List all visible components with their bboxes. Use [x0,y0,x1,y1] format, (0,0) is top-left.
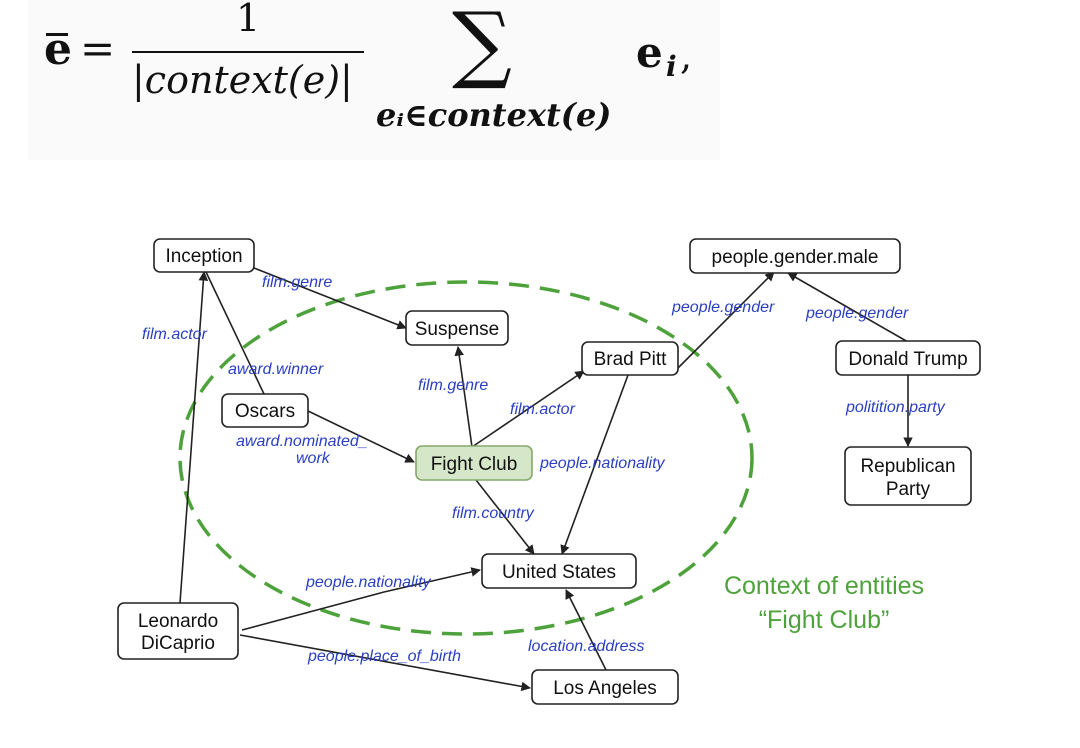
edge-bradpitt-male [675,271,775,371]
edge-dicaprio-us [241,567,481,631]
summation-subscript: eᵢ∈context(e) [376,96,612,134]
edges [179,267,913,692]
fraction-bar [132,51,364,53]
node-suspense-label: Suspense [415,319,500,340]
formula-term: e [636,28,663,77]
edge-losangeles-us [565,589,607,671]
edge-labels: film.genre film.actor award.winner award… [142,274,946,665]
edge-fightclub-bradpitt [471,370,585,448]
node-republican-party-label-line1: Republican [860,456,955,477]
label-people-gender-1: people.gender [671,299,775,316]
node-inception: Inception [153,238,255,273]
node-donald-trump-label: Donald Trump [848,349,967,370]
node-los-angeles-label: Los Angeles [553,678,657,699]
label-people-place-of-birth: people.place_of_birth [307,648,461,665]
label-people-nationality-2: people.nationality [305,574,432,591]
node-brad-pitt-label: Brad Pitt [594,349,668,370]
node-republican-party-label-line2: Party [886,479,931,500]
label-award-nominated-line1: award.nominated_ [236,433,368,450]
node-fight-club: Fight Club [415,445,533,481]
node-oscars-label: Oscars [235,401,295,422]
label-film-genre-2: film.genre [418,377,488,394]
mean-bar [46,33,68,36]
node-los-angeles: Los Angeles [531,669,679,705]
context-caption-line2: “Fight Club” [759,606,890,634]
label-politician-party: politition.party [845,399,946,416]
edge-bradpitt-us [560,374,629,555]
edge-fightclub-suspense [454,346,473,448]
label-award-nominated-line2: work [296,450,331,467]
edge-trump-male [787,272,909,343]
edge-fightclub-us [475,479,535,555]
label-film-country: film.country [452,505,535,522]
formula-term-subscript: i [666,50,677,83]
node-oscars: Oscars [221,393,309,428]
node-people-gender-male: people.gender.male [689,238,901,274]
node-fight-club-label: Fight Club [431,454,518,475]
node-leonardo-dicaprio: Leonardo DiCaprio [117,602,239,660]
node-united-states-label: United States [502,562,616,583]
summation-symbol: ∑ [452,0,512,92]
node-suspense: Suspense [405,310,509,346]
node-republican-party: Republican Party [844,446,972,506]
edge-inception-oscars [205,271,265,395]
edge-dicaprio-losangeles [239,634,531,692]
label-film-genre-1: film.genre [262,274,332,291]
node-donald-trump: Donald Trump [835,340,981,376]
node-people-gender-male-label: people.gender.male [712,247,879,268]
context-ellipse [178,280,754,636]
formula-lhs: e [44,24,72,75]
edge-dicaprio-inception [179,271,209,604]
label-film-actor-2: film.actor [510,401,576,418]
label-people-gender-2: people.gender [805,305,909,322]
formula-equals: = [80,24,116,73]
label-location-address: location.address [528,638,645,655]
formula-denominator: |context(e)| [132,58,353,102]
label-film-actor-1: film.actor [142,326,208,343]
node-inception-label: Inception [165,246,242,267]
node-leonardo-dicaprio-label-line1: Leonardo [138,611,218,632]
edge-inception-suspense [253,267,407,330]
node-leonardo-dicaprio-label-line2: DiCaprio [141,633,215,654]
label-award-winner: award.winner [228,361,324,378]
node-united-states: United States [481,553,637,589]
formula-background [28,0,720,160]
context-caption-line1: Context of entities [724,572,924,600]
formula-numerator: 1 [236,0,261,40]
label-people-nationality-1: people.nationality [539,455,666,472]
formula-comma: , [680,34,693,78]
edge-oscars-fightclub [305,409,415,463]
node-brad-pitt: Brad Pitt [581,341,679,376]
